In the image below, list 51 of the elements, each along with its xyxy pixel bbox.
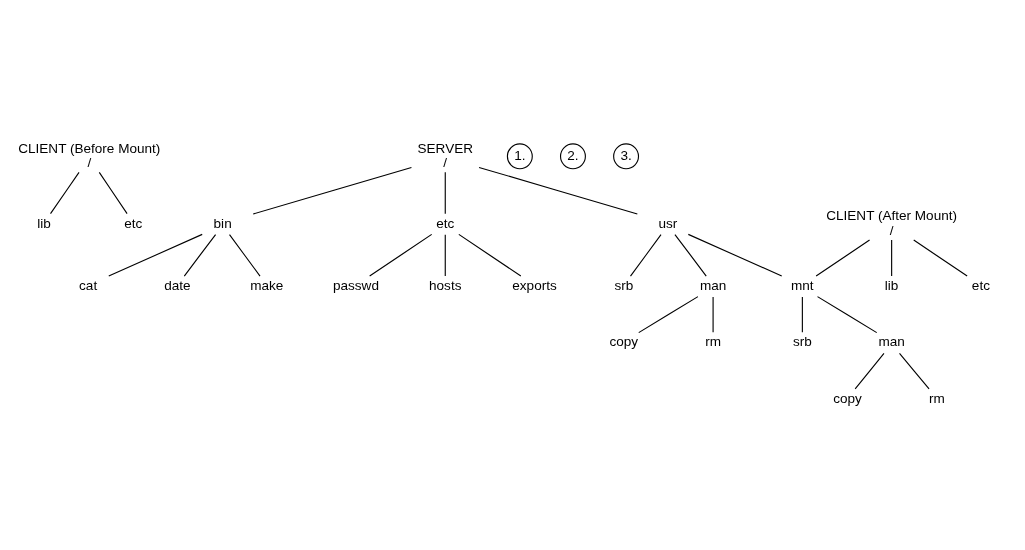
connector: [369, 233, 433, 277]
node-circle: 3.: [613, 143, 640, 170]
connector: [629, 234, 662, 277]
node-text: srb: [792, 334, 812, 350]
connector: [674, 234, 707, 277]
node-text: man: [699, 277, 727, 293]
connector: [98, 171, 128, 215]
node-text: mnt: [791, 277, 814, 293]
node-text: hosts: [429, 277, 462, 293]
node-text: copy: [609, 334, 639, 350]
connector: [638, 296, 699, 334]
node-text: srb: [614, 277, 634, 293]
connector: [898, 352, 930, 390]
connector: [183, 234, 217, 277]
connector: [913, 239, 968, 277]
node-text: exports: [512, 277, 557, 293]
connector: [49, 171, 80, 215]
connector: [815, 239, 871, 277]
connector: [712, 296, 714, 333]
node-text: man: [878, 334, 905, 350]
node-text: lib: [884, 277, 899, 293]
node-circle: 1.: [506, 143, 533, 170]
node-text: rm: [705, 334, 721, 350]
connector: [108, 233, 203, 277]
node-text: SERVER /: [417, 140, 473, 171]
node-circle: 2.: [559, 143, 586, 170]
connector: [252, 166, 412, 215]
node-text: etc: [436, 215, 455, 231]
node-text: etc: [124, 215, 143, 231]
node-text: etc: [971, 277, 990, 293]
node-text: date: [164, 277, 191, 293]
node-text: bin: [213, 215, 232, 231]
connector: [478, 166, 638, 215]
node-text: CLIENT (After Mount) /: [826, 208, 958, 238]
connector: [444, 171, 446, 215]
node-text: CLIENT (Before Mount) /: [18, 140, 161, 171]
connector: [801, 296, 803, 333]
connector: [891, 239, 893, 277]
connector: [854, 352, 885, 390]
node-text: usr: [658, 215, 678, 231]
connector: [687, 233, 783, 277]
node-text: rm: [928, 390, 945, 406]
node-text: passwd: [333, 277, 379, 293]
node-text: copy: [833, 390, 862, 406]
node-text: make: [250, 277, 284, 293]
connector: [444, 234, 446, 277]
connector: [458, 233, 522, 277]
node-text: lib: [37, 215, 51, 231]
connector: [228, 234, 261, 277]
connector: [816, 296, 878, 334]
node-text: cat: [79, 277, 98, 293]
